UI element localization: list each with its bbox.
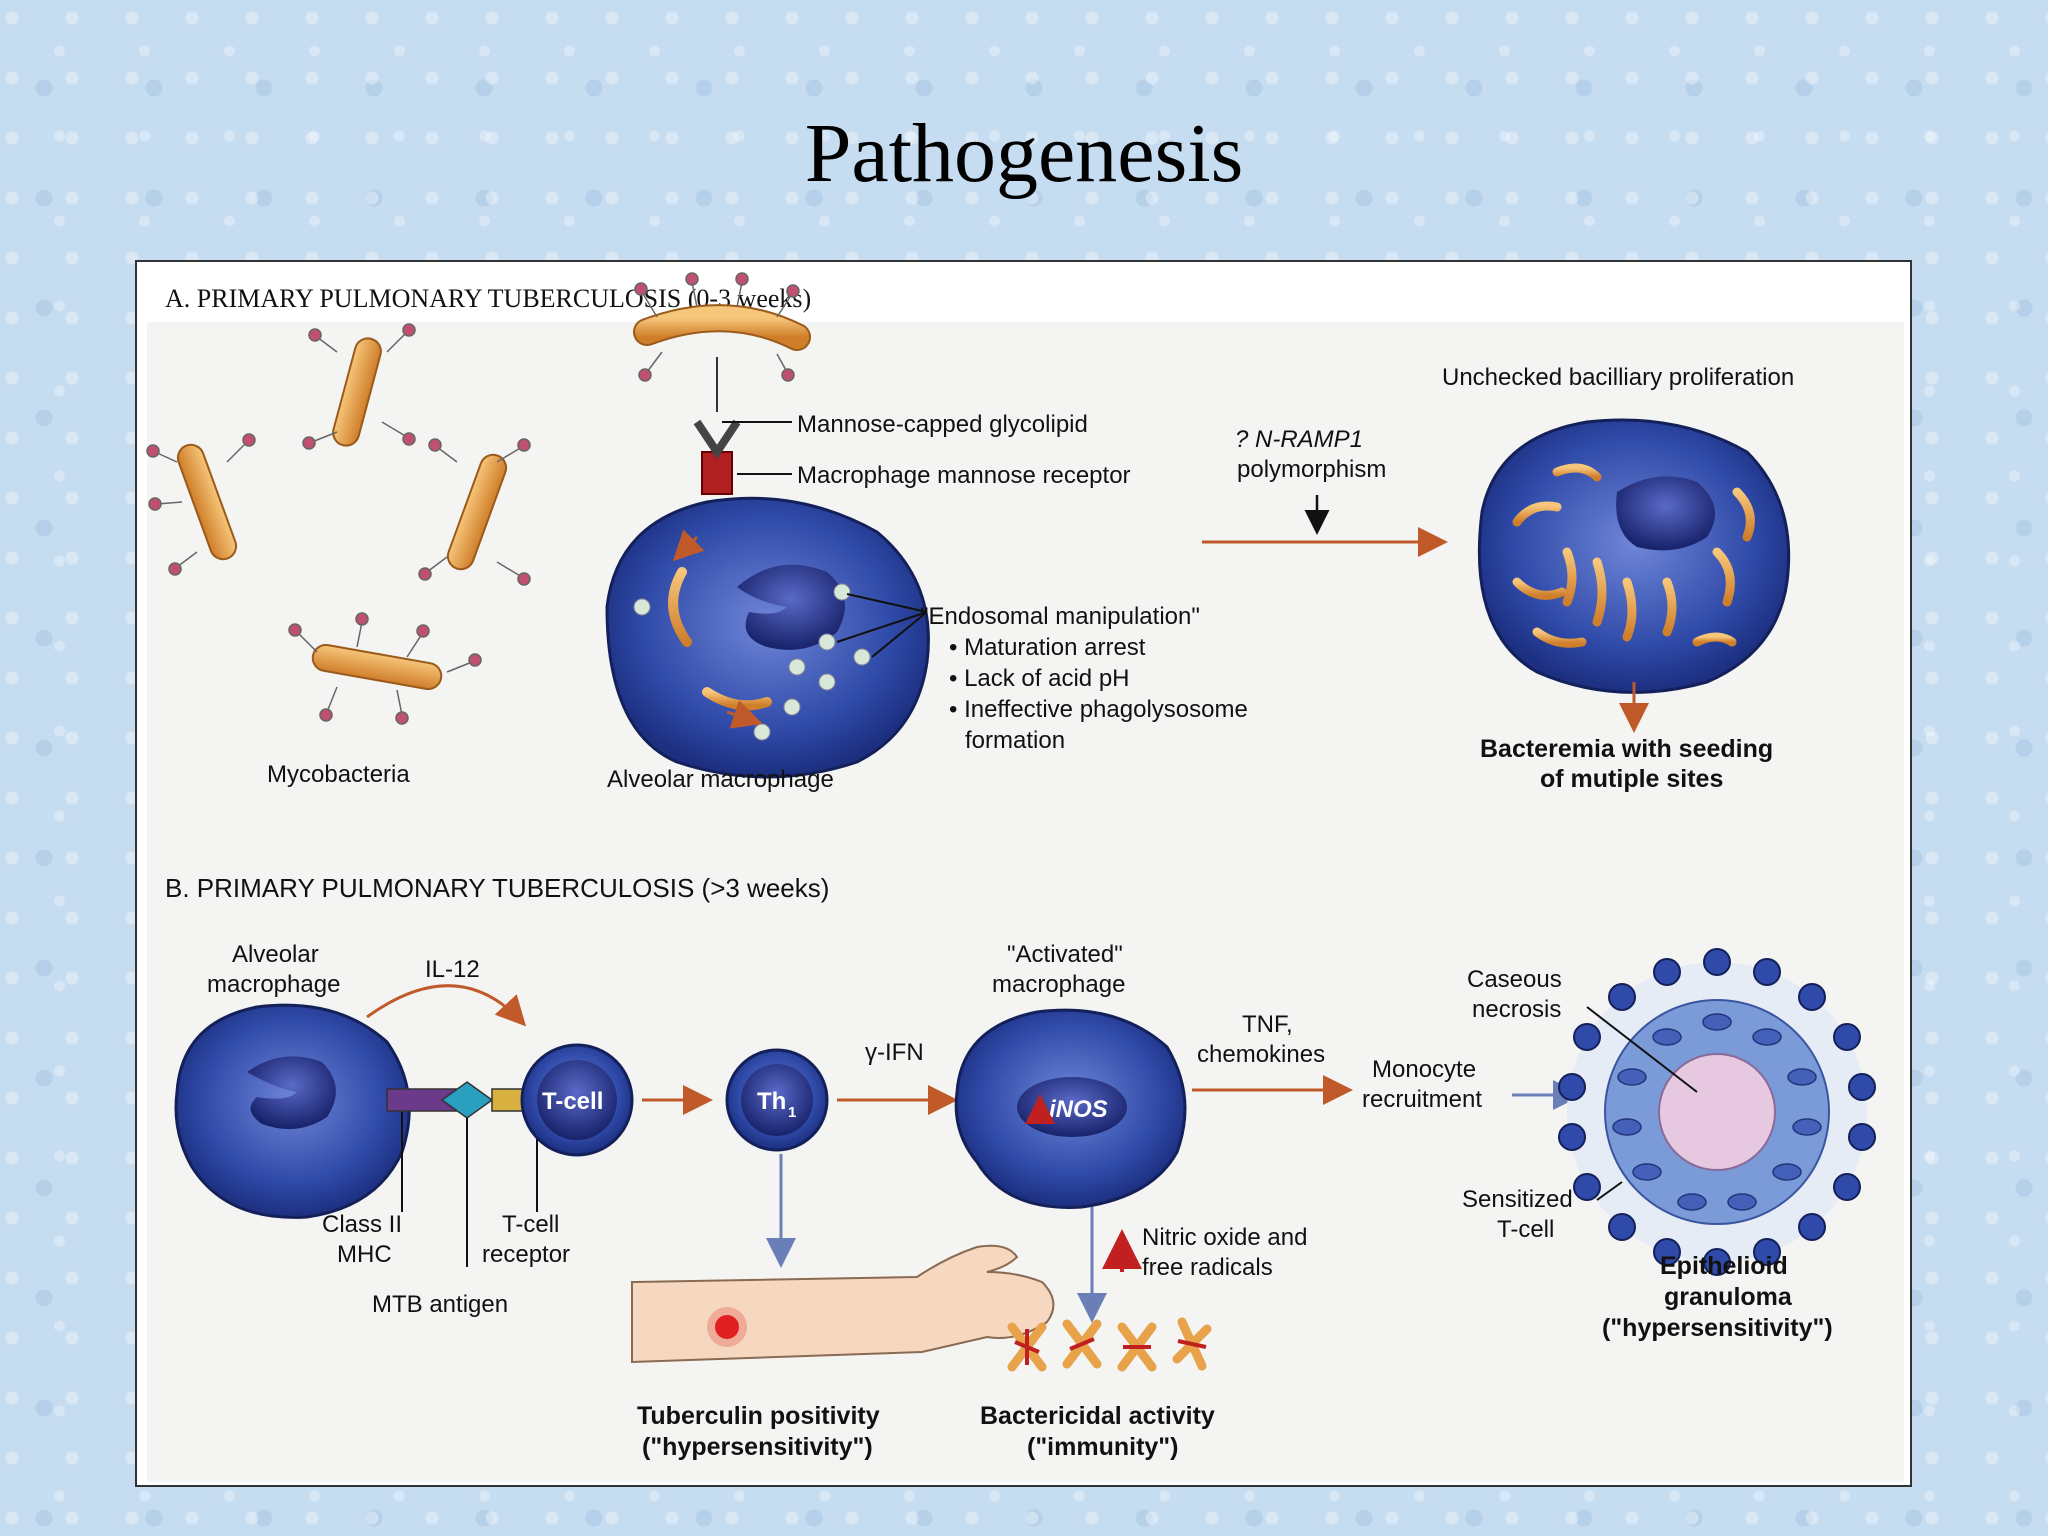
mannose-receptor-label: Macrophage mannose receptor <box>797 462 1131 489</box>
tcell-label: T-cell <box>542 1088 603 1115</box>
sensitized-label-2: T-cell <box>1497 1216 1554 1243</box>
tnf-label-1: TNF, <box>1242 1011 1293 1038</box>
alveolar-b-label-1: Alveolar <box>232 941 319 968</box>
alveolar-macrophage-b <box>174 1003 411 1219</box>
activated-label-1: "Activated" <box>1007 941 1123 968</box>
mtb-antigen-label: MTB antigen <box>372 1291 508 1318</box>
tcell-receptor-label-1: T-cell <box>502 1211 559 1238</box>
endosomal-item-1: • Maturation arrest <box>949 634 1146 661</box>
pathogenesis-figure: A. PRIMARY PULMONARY TUBERCULOSIS (0-3 w… <box>135 260 1912 1487</box>
page-title: Pathogenesis <box>804 107 1244 200</box>
tuberculin-label-2: ("hypersensitivity") <box>642 1433 873 1461</box>
endosomal-item-3: • Ineffective phagolysosome <box>949 696 1248 723</box>
tnf-label-2: chemokines <box>1197 1041 1325 1068</box>
caseous-label-1: Caseous <box>1467 966 1562 993</box>
tcell-shape <box>520 1043 634 1157</box>
mycobacteria-label: Mycobacteria <box>267 761 410 788</box>
sensitized-pointer <box>1596 1181 1623 1201</box>
epithelioid-label-2: granuloma <box>1664 1283 1793 1311</box>
activated-macrophage <box>954 1008 1187 1209</box>
bacteremia-label-2: of mutiple sites <box>1540 765 1723 793</box>
nramp-label-2: polymorphism <box>1237 456 1386 483</box>
caseous-pointer <box>1586 1006 1698 1093</box>
endosomal-title: "Endosomal manipulation" <box>920 603 1200 630</box>
th1-label: Th <box>757 1088 786 1115</box>
epithelioid-label-3: ("hypersensitivity") <box>1602 1314 1833 1342</box>
inos-label: iNOS <box>1049 1096 1108 1123</box>
mannose-receptor-cap <box>693 419 741 460</box>
il12-arrow <box>366 984 527 1027</box>
unchecked-label: Unchecked bacilliary proliferation <box>1442 364 1794 391</box>
class2-label-2: MHC <box>337 1241 392 1268</box>
gamma-ifn-label: γ-IFN <box>865 1039 924 1066</box>
th1-shape <box>725 1048 829 1152</box>
mycobacteria-cluster <box>146 323 531 725</box>
alveolar-macrophage-label: Alveolar macrophage <box>607 766 834 793</box>
monocyte-label-1: Monocyte <box>1372 1056 1476 1083</box>
bacteremia-label-1: Bacteremia with seeding <box>1480 735 1773 763</box>
monocyte-label-2: recruitment <box>1362 1086 1482 1113</box>
proliferating-macrophage <box>1477 418 1791 694</box>
alveolar-b-label-2: macrophage <box>207 971 340 998</box>
nitric-label-1: Nitric oxide and <box>1142 1224 1307 1251</box>
forearm-illustration <box>631 1244 1055 1364</box>
bactericidal-label-1: Bactericidal activity <box>980 1402 1215 1430</box>
activated-label-2: macrophage <box>992 971 1125 998</box>
nitric-label-2: free radicals <box>1142 1254 1273 1281</box>
sensitized-label-1: Sensitized <box>1462 1186 1573 1213</box>
granuloma <box>1558 948 1876 1276</box>
tcell-receptor-label-2: receptor <box>482 1241 570 1268</box>
epithelioid-label-1: Epithelioid <box>1660 1252 1788 1280</box>
tuberculin-label-1: Tuberculin positivity <box>637 1402 880 1430</box>
destroyed-bacilli <box>1007 1317 1212 1372</box>
caseous-label-2: necrosis <box>1472 996 1561 1023</box>
bactericidal-label-2: ("immunity") <box>1027 1433 1178 1461</box>
class2-label-1: Class II <box>322 1211 402 1238</box>
endosomal-item-4: formation <box>965 727 1065 754</box>
pathogenesis-diagram: A. PRIMARY PULMONARY TUBERCULOSIS (0-3 w… <box>146 272 1904 1482</box>
attached-bacillus <box>633 272 811 382</box>
nramp-label-1: ? N-RAMP1 <box>1235 426 1363 453</box>
th1-subscript: 1 <box>788 1104 796 1121</box>
endosomal-item-2: • Lack of acid pH <box>949 665 1130 692</box>
il12-label: IL-12 <box>425 956 480 983</box>
alveolar-macrophage-a <box>605 496 930 779</box>
mannose-glycolipid-label: Mannose-capped glycolipid <box>797 411 1088 438</box>
endosomal-pointers <box>836 593 928 658</box>
panel-b-header: B. PRIMARY PULMONARY TUBERCULOSIS (>3 we… <box>165 873 829 903</box>
